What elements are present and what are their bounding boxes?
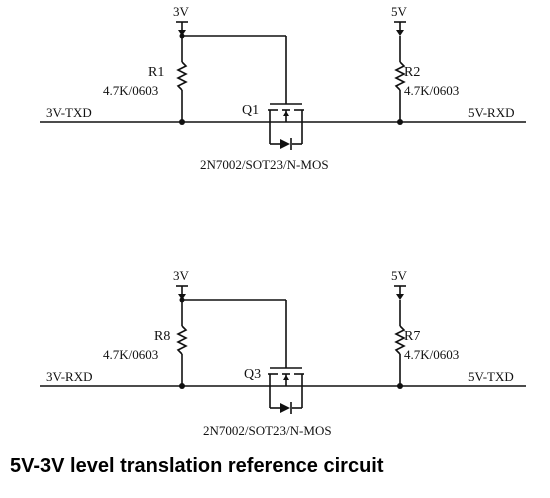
figure-caption: 5V-3V level translation reference circui… [10, 455, 384, 477]
c1-net-left: 3V-TXD [46, 105, 92, 120]
c1-net-right: 5V-RXD [468, 105, 515, 120]
circuit-2 [175, 285, 407, 415]
c2-net-left: 3V-RXD [46, 369, 93, 384]
c1-mosfet-ref: Q1 [242, 103, 260, 118]
c1-r-right-value: 4.7K/0603 [404, 83, 460, 98]
c2-r-left-ref: R8 [154, 329, 171, 344]
c2-r-right-value: 4.7K/0603 [404, 347, 460, 362]
c1-r-left-ref: R1 [148, 65, 165, 80]
c2-supply-5v-label: 5V [391, 268, 407, 283]
c2-r-left-value: 4.7K/0603 [103, 347, 159, 362]
c2-net-right: 5V-TXD [468, 369, 514, 384]
c2-r-right-ref: R7 [404, 329, 421, 344]
circuit-1 [175, 21, 407, 151]
c1-supply-5v-label: 5V [391, 4, 407, 19]
c1-supply-3v-label: 3V [173, 4, 189, 19]
c2-supply-3v-label: 3V [173, 268, 189, 283]
c2-mosfet-ref: Q3 [244, 367, 262, 382]
c2-mosfet-part: 2N7002/SOT23/N-MOS [203, 423, 332, 438]
c1-r-left-value: 4.7K/0603 [103, 83, 159, 98]
c1-r-right-ref: R2 [404, 65, 421, 80]
c1-mosfet-part: 2N7002/SOT23/N-MOS [200, 157, 329, 172]
